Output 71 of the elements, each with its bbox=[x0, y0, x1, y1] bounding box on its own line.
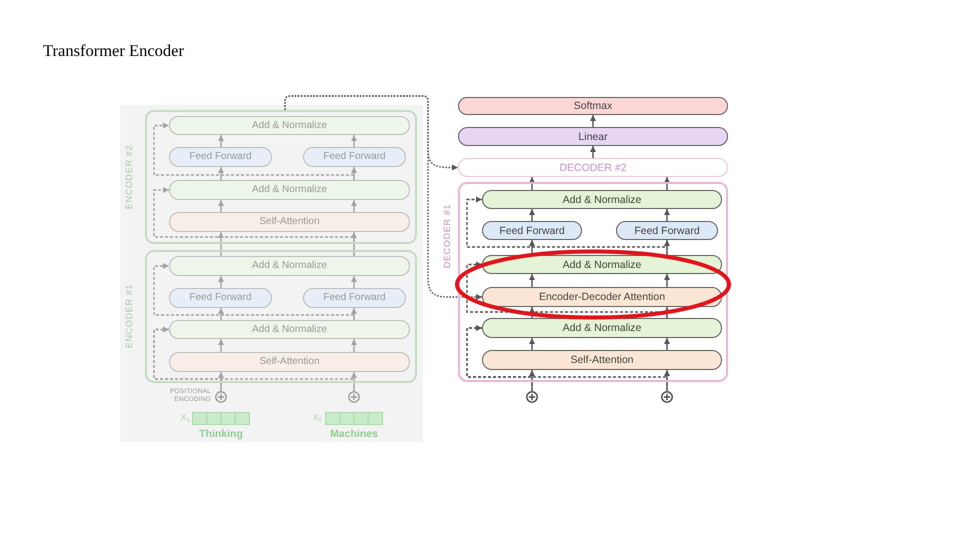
page-title: Transformer Encoder bbox=[43, 41, 184, 61]
layer-block: Feed Forward bbox=[303, 147, 406, 167]
arrow bbox=[529, 209, 535, 221]
arrow bbox=[351, 276, 357, 288]
layer-block: Feed Forward bbox=[616, 221, 718, 240]
layer-block: Add & Normalize bbox=[169, 256, 410, 276]
arrow bbox=[218, 308, 224, 320]
skip-arrow bbox=[466, 196, 668, 255]
frame-title: DECODER #1 bbox=[442, 204, 453, 268]
frame-title: ENCODER #1 bbox=[124, 284, 135, 348]
arrow bbox=[218, 372, 224, 391]
layer-block: Self-Attention bbox=[169, 352, 410, 372]
arrow bbox=[664, 209, 670, 221]
arrow bbox=[664, 370, 670, 391]
layer-block: Add & Normalize bbox=[169, 116, 410, 135]
arrow bbox=[218, 135, 224, 147]
arrow bbox=[218, 276, 224, 288]
arrow bbox=[529, 274, 535, 287]
skip-arrow bbox=[466, 325, 668, 391]
arrow bbox=[529, 240, 535, 255]
arrow bbox=[529, 177, 535, 190]
layer-block: Add & Normalize bbox=[169, 180, 410, 200]
skip-arrow bbox=[466, 262, 668, 318]
layer-block: Feed Forward bbox=[303, 288, 406, 308]
arrow bbox=[590, 146, 596, 158]
layer-block: Linear bbox=[458, 127, 728, 146]
layer-block: Add & Normalize bbox=[482, 190, 722, 209]
layer-block: Add & Normalize bbox=[169, 320, 410, 339]
layer-block: Self-Attention bbox=[169, 212, 410, 232]
plus-circle-icon bbox=[661, 391, 673, 403]
arrow bbox=[218, 232, 224, 256]
symbol-label: X$_{2}$ bbox=[312, 411, 322, 424]
skip-arrow bbox=[153, 326, 355, 391]
arrow bbox=[664, 240, 670, 255]
plus-circle-icon bbox=[348, 391, 360, 403]
layer-block: Add & Normalize bbox=[482, 318, 722, 338]
frame-title: ENCODER #2 bbox=[124, 144, 135, 210]
arrow bbox=[351, 232, 357, 256]
skip-arrow bbox=[153, 122, 355, 180]
arrow bbox=[351, 372, 357, 391]
arrow bbox=[529, 370, 535, 391]
layer-block: DECODER #2 bbox=[458, 158, 728, 177]
dotted-arrow bbox=[284, 95, 482, 300]
skip-arrow bbox=[153, 263, 355, 320]
arrow bbox=[218, 167, 224, 180]
arrow bbox=[664, 274, 670, 287]
layer-block: Feed Forward bbox=[169, 147, 272, 167]
arrow bbox=[351, 308, 357, 320]
arrow bbox=[351, 135, 357, 147]
arrow bbox=[529, 338, 535, 350]
arrow bbox=[351, 200, 357, 212]
plus-circle-icon bbox=[215, 391, 227, 403]
plus-circle-icon bbox=[526, 391, 538, 403]
arrow bbox=[218, 200, 224, 212]
layer-block: Feed Forward bbox=[482, 221, 582, 240]
arrow bbox=[218, 339, 224, 352]
symbol-label: X$_{1}$ bbox=[180, 411, 190, 424]
arrow bbox=[590, 115, 596, 127]
arrow bbox=[351, 339, 357, 352]
arrow bbox=[664, 307, 670, 318]
arrow bbox=[351, 167, 357, 180]
arrow bbox=[529, 307, 535, 318]
word-label: Machines bbox=[329, 428, 379, 441]
layer-block: Softmax bbox=[458, 97, 728, 115]
arrow bbox=[664, 177, 670, 190]
skip-arrow bbox=[153, 187, 355, 256]
layer-block: Self-Attention bbox=[482, 350, 722, 370]
arrow bbox=[664, 338, 670, 350]
word-label: Thinking bbox=[198, 428, 244, 441]
layer-block: Encoder-Decoder Attention bbox=[482, 287, 722, 307]
layer-block: Feed Forward bbox=[169, 288, 272, 308]
